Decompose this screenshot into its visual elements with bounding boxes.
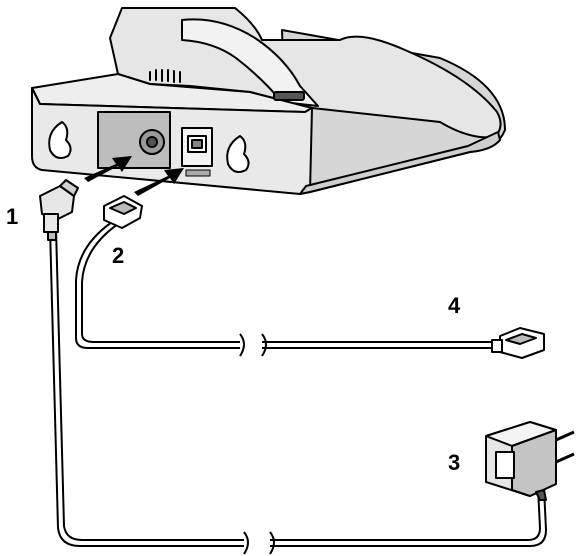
- power-adapter: [485, 421, 575, 501]
- phone-cable-break: [239, 333, 267, 357]
- phone-cable-end-label: 4: [448, 293, 461, 318]
- power-plug: [39, 179, 79, 241]
- page-button: [273, 91, 305, 101]
- base-station: [31, 7, 506, 195]
- phone-plug-label: 2: [112, 243, 124, 268]
- phone-cable-end-plug: [491, 327, 545, 359]
- power-plug-label: 1: [6, 204, 18, 229]
- insert-arrows: [84, 156, 184, 196]
- phone-plug: [103, 195, 143, 229]
- power-cable: [49, 227, 548, 547]
- callouts: 1 2 3 4: [6, 204, 461, 475]
- arrow-phone-insert: [134, 168, 184, 196]
- arrow-power-insert: [84, 156, 132, 182]
- phone-cable: [75, 221, 506, 349]
- power-cable-break: [243, 531, 275, 555]
- wall-mount-hole-left: [48, 121, 72, 159]
- speaker-grille: [149, 69, 181, 83]
- wall-mount-hole-right: [226, 135, 250, 173]
- power-adapter-label: 3: [448, 450, 460, 475]
- handset-ridge: [181, 18, 319, 107]
- base-foot: [299, 131, 501, 195]
